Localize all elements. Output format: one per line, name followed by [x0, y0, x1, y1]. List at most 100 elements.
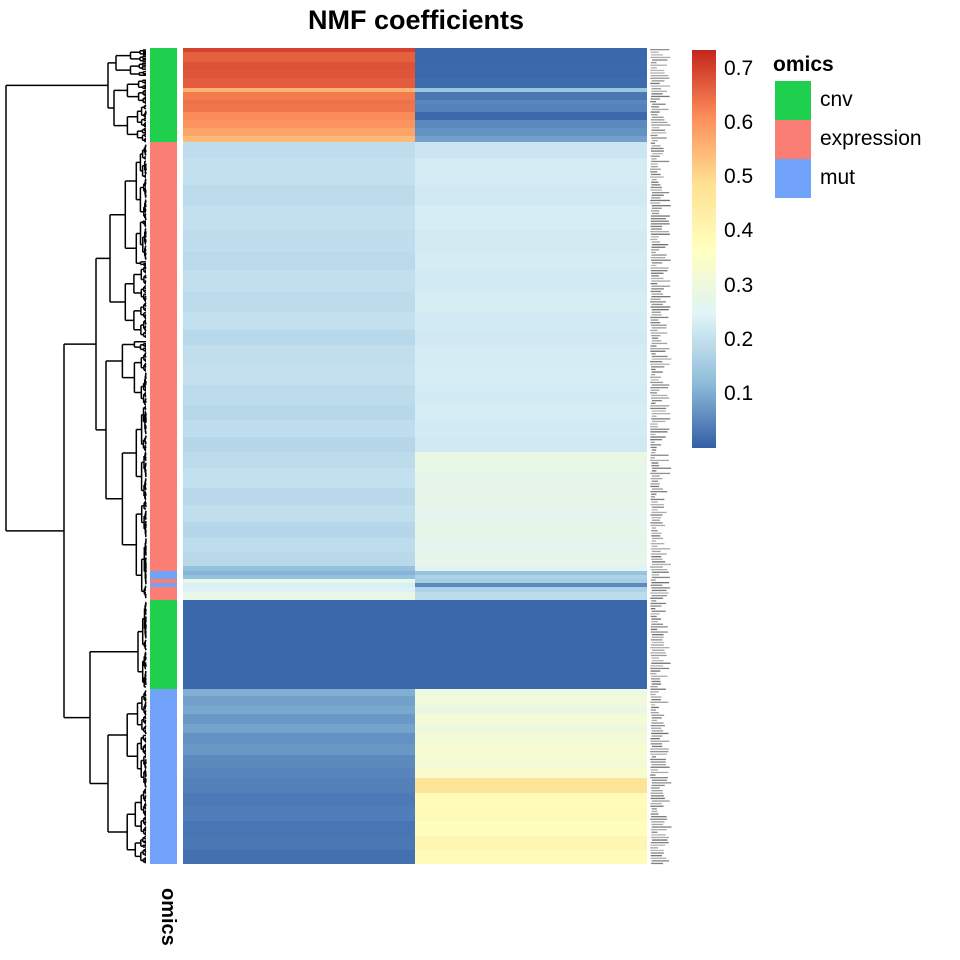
heatmap-cell — [415, 488, 647, 505]
heatmap-cell — [183, 437, 415, 452]
heatmap-cell — [183, 292, 415, 312]
heatmap-cell — [415, 600, 647, 689]
heatmap-cell — [415, 142, 647, 158]
heatmap-cell — [415, 768, 647, 778]
heatmap-cell — [415, 385, 647, 405]
heatmap-cell — [183, 768, 415, 778]
heatmap-cell — [415, 70, 647, 78]
heatmap-cell — [183, 88, 415, 92]
heatmap-cell — [183, 755, 415, 768]
heatmap-cell — [415, 405, 647, 420]
heatmap-cell — [183, 575, 415, 579]
legend-entry-label: cnv — [820, 88, 853, 111]
heatmap-cell — [183, 405, 415, 420]
heatmap-cell — [415, 807, 647, 821]
heatmap-cell — [183, 592, 415, 600]
heatmap-cell — [415, 587, 647, 592]
heatmap-cell — [415, 468, 647, 488]
heatmap-cell — [183, 468, 415, 488]
heatmap-cell — [183, 128, 415, 136]
heatmap-cell — [415, 778, 647, 793]
annotation-block-expression — [150, 587, 177, 600]
heatmap-cell — [415, 714, 647, 724]
heatmap-cell — [183, 92, 415, 100]
heatmap-cell — [183, 385, 415, 405]
heatmap-cell — [415, 104, 647, 112]
row-labels-illegible — [650, 49, 672, 865]
heatmap-cell — [415, 270, 647, 292]
heatmap-cell — [183, 566, 415, 571]
heatmap-cell — [415, 185, 647, 205]
heatmap-cell — [183, 488, 415, 505]
colorbar-tick-label: 0.2 — [724, 327, 754, 351]
legend-swatch-expression — [775, 120, 811, 159]
heatmap-cell — [183, 78, 415, 88]
heatmap-cell — [415, 689, 647, 696]
heatmap-cell — [415, 566, 647, 571]
heatmap-cell — [183, 70, 415, 78]
heatmap-cell — [415, 437, 647, 452]
heatmap-cell — [415, 136, 647, 142]
heatmap-cell — [183, 270, 415, 292]
annotation-block-expression — [150, 579, 177, 583]
heatmap-cell — [415, 252, 647, 270]
heatmap-cell — [183, 158, 415, 185]
heatmap-cell — [183, 52, 415, 62]
heatmap-cell — [183, 522, 415, 538]
heatmap-cell — [415, 88, 647, 92]
heatmap-cell — [415, 793, 647, 807]
heatmap-cell — [415, 158, 647, 185]
heatmap-cell — [183, 505, 415, 522]
heatmap-cell — [183, 793, 415, 807]
heatmap-cell — [183, 252, 415, 270]
heatmap-cell — [183, 587, 415, 592]
heatmap-cell — [415, 292, 647, 312]
heatmap-cell — [415, 696, 647, 706]
colorbar-tick-label: 0.3 — [724, 273, 754, 297]
heatmap-cell — [415, 330, 647, 345]
legend-entry-label: expression — [820, 127, 922, 150]
annotation-block-expression — [150, 142, 177, 571]
heatmap-cell — [183, 724, 415, 733]
heatmap-cell — [415, 52, 647, 62]
heatmap-cell — [183, 538, 415, 552]
heatmap-cell — [415, 744, 647, 755]
heatmap-cell — [183, 571, 415, 575]
heatmap-cell — [183, 62, 415, 70]
heatmap-cell — [415, 552, 647, 566]
heatmap-cell — [183, 696, 415, 706]
heatmap-cell — [415, 583, 647, 587]
heatmap-cell — [183, 807, 415, 821]
heatmap-cell — [415, 365, 647, 385]
heatmap-cell — [183, 142, 415, 158]
heatmap-cell — [183, 205, 415, 230]
heatmap-cell — [415, 836, 647, 850]
heatmap-cell — [415, 345, 647, 365]
heatmap-cell — [183, 112, 415, 120]
colorbar-tick-label: 0.6 — [724, 111, 754, 135]
heatmap-cell — [415, 452, 647, 468]
annotation-block-mut — [150, 583, 177, 587]
legend-title: omics — [773, 53, 834, 76]
heatmap-cell — [183, 689, 415, 696]
heatmap-cell — [415, 112, 647, 120]
heatmap-cell — [415, 724, 647, 733]
heatmap-cell — [415, 575, 647, 579]
colorbar-tick-label: 0.1 — [724, 381, 754, 405]
heatmap-cell — [183, 836, 415, 850]
heatmap-cell — [415, 128, 647, 136]
heatmap-cell — [415, 733, 647, 744]
heatmap-cell — [183, 48, 415, 52]
heatmap-cell — [183, 230, 415, 252]
figure-title: NMF coefficients — [307, 5, 525, 35]
heatmap-cell — [415, 205, 647, 230]
heatmap-cell — [183, 706, 415, 714]
heatmap-cell — [415, 92, 647, 100]
heatmap-cell — [415, 312, 647, 330]
heatmap-cell — [415, 706, 647, 714]
heatmap-cell — [183, 104, 415, 112]
heatmap-cell — [415, 100, 647, 104]
colorbar — [692, 50, 716, 448]
